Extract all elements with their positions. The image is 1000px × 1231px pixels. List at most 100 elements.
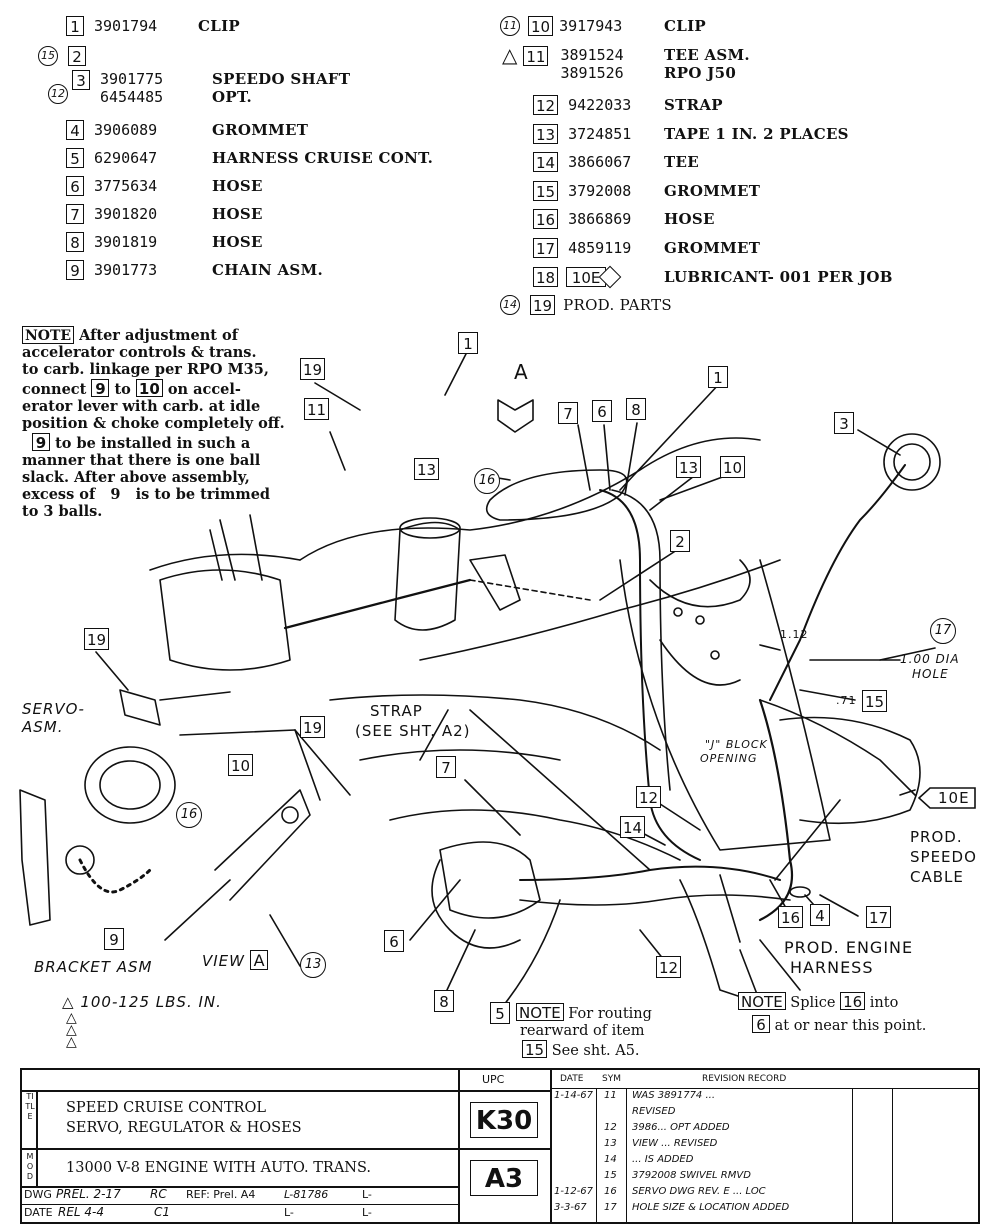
rev-date: 3-3-67	[554, 1202, 587, 1213]
rev-sym-header: SYM	[602, 1074, 621, 1084]
part-description: HARNESS CRUISE CONT.	[212, 149, 434, 167]
callout-box: 19	[300, 358, 326, 380]
ref-value: L-81786	[284, 1188, 329, 1201]
note-line: to	[114, 381, 131, 398]
model-side-label: MOD	[26, 1152, 34, 1181]
rev-text: VIEW ... REVISED	[632, 1138, 718, 1149]
jblock-outline	[649, 559, 751, 608]
note-line: into	[869, 995, 899, 1011]
item-number: 19	[530, 295, 556, 315]
tag-shape	[918, 787, 976, 809]
item-ref: 16	[840, 992, 866, 1011]
callout-box: 7	[558, 402, 578, 424]
ref-label: REF: Prel. A4	[186, 1188, 256, 1201]
engine-outline	[149, 553, 301, 571]
part-description-alt: OPT.	[212, 88, 252, 106]
parts-row: 15 2	[38, 44, 86, 68]
item-number: 14	[533, 152, 559, 172]
part-description: GROMMET	[212, 121, 309, 139]
callout-box: 14	[620, 816, 646, 838]
part-description: HOSE	[212, 177, 263, 195]
rev-sym: 14	[604, 1154, 617, 1165]
part-number: 3891524	[560, 46, 624, 64]
callout-box: 9	[104, 928, 124, 950]
part-number: 3866067	[568, 153, 632, 171]
servo-diaphragm	[84, 746, 176, 824]
part-number: 3901820	[94, 205, 158, 223]
item-number: 6	[66, 176, 84, 196]
hose-loop	[485, 469, 628, 521]
part-description-alt: RPO J50	[664, 64, 737, 82]
callout-circle: 13	[300, 952, 326, 978]
item-number: 1	[66, 16, 84, 36]
divider	[550, 1070, 552, 1222]
callout-box: 4	[810, 904, 830, 926]
item-number: 3	[72, 70, 90, 90]
bracket-asm	[19, 789, 51, 926]
date-initials: C1	[154, 1205, 171, 1219]
callout-box: 3	[834, 412, 854, 434]
rev-sym: 16	[604, 1186, 617, 1197]
parts-row: 8 3901819 HOSE	[66, 230, 262, 254]
part-description: PROD. PARTS	[563, 296, 672, 314]
bracket-label: BRACKET ASM	[34, 958, 153, 976]
part-description: TEE	[664, 153, 699, 171]
parts-row: 6 3775634 HOSE	[66, 174, 262, 198]
divider	[596, 1088, 597, 1222]
part-description: LUBRICANT- 001 PER JOB	[664, 268, 893, 286]
engine-outline	[329, 694, 661, 751]
part-number: 9422033	[568, 96, 632, 114]
warning-triangle-icon: △	[66, 1034, 77, 1050]
warning-triangle-icon: △	[502, 43, 518, 67]
item-number: 8	[66, 232, 84, 252]
item-number: 13	[533, 124, 559, 144]
part-number: 3901773	[94, 261, 158, 279]
callout-box: 5	[490, 1002, 510, 1024]
note-line: on accel-	[167, 381, 241, 398]
parts-row: 18 10E LUBRICANT- 001 PER JOB	[533, 265, 892, 289]
lubricant-code: 10E	[566, 267, 607, 287]
divider	[22, 1204, 458, 1205]
parts-row: 13 3724851 TAPE 1 IN. 2 PLACES	[533, 122, 849, 146]
hole-label-2: HOLE	[912, 667, 949, 681]
note-line: to carb. linkage per RPO M35,	[22, 361, 269, 378]
note-line: After adjustment of	[79, 327, 238, 344]
model-description: 13000 V-8 ENGINE WITH AUTO. TRANS.	[66, 1160, 372, 1176]
routing-note: NOTE For routing rearward of item 15 See…	[490, 1003, 690, 1060]
callout-box: 12	[656, 956, 682, 978]
torque-text: 100-125 LBS. IN.	[80, 993, 222, 1011]
parts-row: 14 3866067 TEE	[533, 150, 699, 174]
callout-box: 13	[414, 458, 440, 480]
date-label: DATE	[24, 1206, 53, 1219]
transmission-outline	[619, 559, 831, 851]
parts-row: 15 3792008 GROMMET	[533, 179, 760, 203]
item-ref: 6	[752, 1015, 770, 1034]
part-description: TEE ASM.	[664, 46, 750, 64]
rev-text: HOLE SIZE & LOCATION ADDED	[632, 1202, 790, 1213]
harness-label-2: HARNESS	[790, 958, 874, 977]
note-line: Splice	[790, 995, 836, 1011]
rev-sym: 13	[604, 1138, 617, 1149]
view-arrow	[497, 399, 534, 433]
divider	[852, 1088, 853, 1222]
speedo-grommet	[893, 443, 931, 481]
note-line: to 3 balls.	[22, 503, 103, 520]
rev-sym: 12	[604, 1122, 617, 1133]
item-number: 15	[533, 181, 559, 201]
torque-spec: △ 100-125 LBS. IN.	[62, 993, 222, 1011]
assembly-diagram	[19, 349, 941, 1011]
part-description: CLIP	[198, 17, 240, 35]
parts-row: 12 3 3901775 6454485 SPEEDO SHAFT OPT.	[48, 70, 350, 110]
drawing-title: SPEED CRUISE CONTROL	[66, 1100, 266, 1116]
parts-row: 12 9422033 STRAP	[533, 93, 723, 117]
revision-mark: 15	[38, 46, 58, 66]
item-number: 2	[68, 46, 86, 66]
part-description: HOSE	[212, 205, 263, 223]
callout-box: 7	[436, 756, 456, 778]
part-number: 3866869	[568, 210, 632, 228]
cruise-harness	[769, 464, 906, 701]
upc-code: K30	[470, 1102, 538, 1138]
item-number: 10	[528, 16, 554, 36]
note-line: manner that there is one ball	[22, 452, 261, 469]
note-label: NOTE	[738, 992, 786, 1011]
